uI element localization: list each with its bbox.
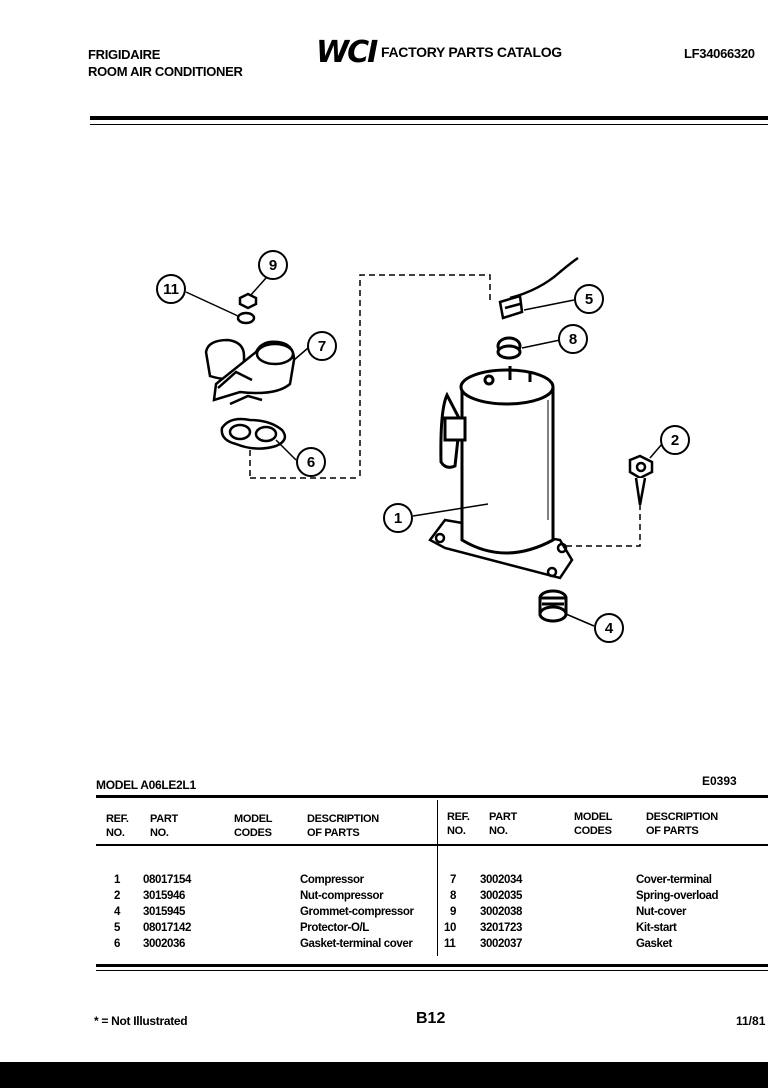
footnote: * = Not Illustrated [94,1014,188,1028]
row-part: 3201723 [480,922,522,934]
header-rule-thin [90,124,768,125]
svg-text:4: 4 [605,620,614,637]
row-part: 3002036 [143,938,185,950]
row-desc: Grommet-compressor [300,906,414,918]
row-part: 3002035 [480,890,522,902]
row-part: 3002037 [480,938,522,950]
svg-text:1: 1 [394,510,402,527]
row-desc: Cover-terminal [636,874,712,886]
dashed-leader-lines [249,274,641,547]
callout-2: 2 [660,425,690,455]
row-ref: 9 [450,906,456,918]
svg-text:7: 7 [318,338,326,355]
callout-6: 6 [296,447,326,477]
table-rule-header [96,844,768,846]
row-part: 3002034 [480,874,522,886]
gasket-part [220,417,287,450]
table-column-divider [437,800,438,956]
row-ref: 7 [450,874,456,886]
svg-text:9: 9 [269,257,277,274]
row-ref: 1 [114,874,120,886]
callout-1: 1 [383,503,413,533]
product-name: ROOM AIR CONDITIONER [88,64,243,79]
callout-7: 7 [307,331,337,361]
row-ref: 2 [114,890,120,902]
compressor-body [439,366,555,555]
catalog-number: LF34066320 [684,46,755,61]
row-desc: Compressor [300,874,364,886]
grommet-part [538,589,568,623]
row-ref: 5 [114,922,120,934]
svg-text:11: 11 [163,281,179,298]
small-gasket-part [236,311,256,325]
header-model-codes-right: MODEL CODES [574,811,613,837]
callout-8: 8 [558,324,588,354]
row-ref: 10 [444,922,456,934]
table-rule-bottom [96,964,768,967]
header-ref-no: REF. NO. [106,813,129,839]
header-ref-no-right: REF. NO. [447,811,470,837]
svg-text:5: 5 [585,291,593,308]
callout-circles: 1 2 4 5 6 7 8 9 11 [156,250,690,643]
catalog-title: FACTORY PARTS CATALOG [381,44,562,60]
row-ref: 8 [450,890,456,902]
callout-4: 4 [594,613,624,643]
svg-text:2: 2 [671,432,679,449]
nut-part [628,454,654,506]
row-desc: Gasket [636,938,672,950]
row-part: 08017142 [143,922,191,934]
table-rule-bottom-thin [96,970,768,971]
table-rule-top [96,795,768,798]
callout-leaders [185,277,663,627]
row-ref: 6 [114,938,120,950]
page-number: B12 [416,1010,446,1027]
diagram-code: E0393 [702,774,737,788]
exploded-parts-diagram: 1 2 4 5 6 7 8 9 11 [156,250,690,643]
row-desc: Nut-cover [636,906,687,918]
row-part: 3015946 [143,890,185,902]
row-desc: Protector-O/L [300,922,369,934]
callout-5: 5 [574,284,604,314]
row-desc: Nut-compressor [300,890,384,902]
row-ref: 11 [444,938,456,950]
wci-logo: WCI [316,36,378,66]
page-date: 11/81 [736,1014,766,1028]
header-rule-thick [90,116,768,120]
svg-text:6: 6 [307,454,315,471]
row-part: 3002038 [480,906,522,918]
callout-9: 9 [258,250,288,280]
nut-cover-part [238,292,258,310]
row-desc: Gasket-terminal cover [300,938,413,950]
header-description: DESCRIPTION OF PARTS [307,813,379,839]
scan-edge-bar [0,1062,768,1088]
header-description-right: DESCRIPTION OF PARTS [646,811,718,837]
row-ref: 4 [114,906,120,918]
logo-text: WCI [316,36,378,66]
callout-11: 11 [156,274,186,304]
row-desc: Spring-overload [636,890,719,902]
model-label: MODEL A06LE2L1 [96,778,196,792]
protector-part [498,256,579,320]
header-brand-block: FRIGIDAIRE ROOM AIR CONDITIONER [88,46,243,80]
row-desc: Kit-start [636,922,677,934]
row-part: 3015945 [143,906,185,918]
svg-text:8: 8 [569,331,577,348]
brand-name: FRIGIDAIRE [88,47,161,62]
row-part: 08017154 [143,874,191,886]
spring-part [496,336,522,360]
header-model-codes: MODEL CODES [234,813,273,839]
terminal-cover-part [204,338,296,406]
header-part-no: PART NO. [150,813,178,839]
header-part-no-right: PART NO. [489,811,517,837]
